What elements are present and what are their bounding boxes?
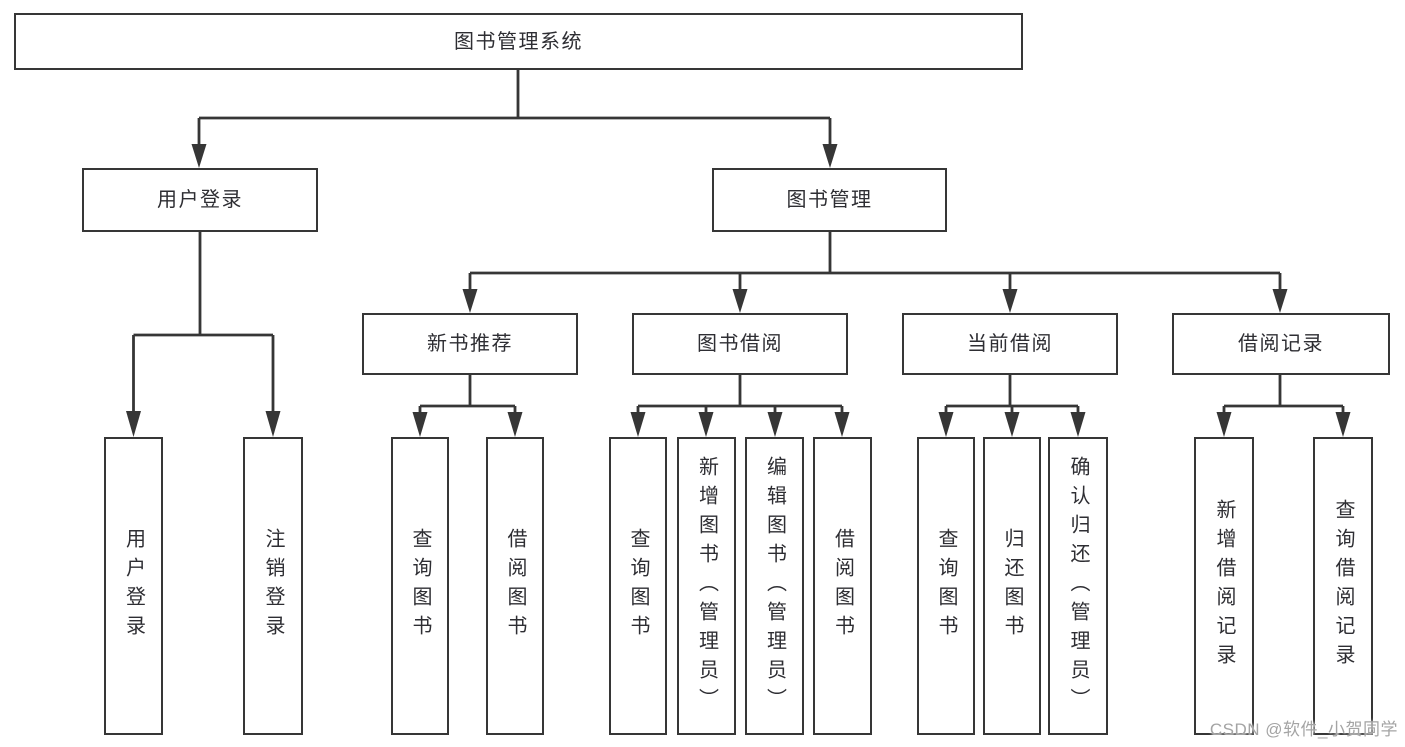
- arrowhead: [834, 412, 850, 437]
- arrowhead: [126, 411, 141, 437]
- arrowhead: [1216, 412, 1232, 437]
- arrowhead: [698, 412, 714, 437]
- arrowhead: [1002, 289, 1018, 313]
- connector-current-borrow-children: [938, 375, 1086, 437]
- csdn-watermark: CSDN @软件_小贺同学: [1209, 720, 1398, 739]
- leaf-user-login: 用户登录: [104, 437, 163, 735]
- leaf-borrow-books-recommend: 借阅图书: [486, 437, 544, 735]
- node-user-login: 用户登录: [82, 168, 318, 232]
- arrowhead: [191, 144, 207, 168]
- arrowhead: [462, 289, 478, 313]
- arrowhead: [732, 289, 748, 313]
- arrowhead: [938, 412, 954, 437]
- node-book-management: 图书管理: [712, 168, 947, 232]
- arrowhead: [412, 412, 428, 437]
- leaf-query-borrow-record: 查询借阅记录: [1313, 437, 1373, 735]
- connector-borrow-records-children: [1216, 375, 1351, 437]
- leaf-add-book-admin: 新增图书（管理员）: [677, 437, 736, 735]
- arrowhead: [1004, 412, 1020, 437]
- leaf-add-borrow-record: 新增借阅记录: [1194, 437, 1254, 735]
- leaf-logout: 注销登录: [243, 437, 303, 735]
- connector-book-borrow-children: [630, 375, 850, 437]
- arrowhead: [1272, 289, 1288, 313]
- leaf-return-book: 归还图书: [983, 437, 1041, 735]
- connector-user-login-children: [126, 232, 281, 437]
- arrowhead: [1335, 412, 1351, 437]
- node-new-book-recommend: 新书推荐: [362, 313, 578, 375]
- leaf-query-books-borrow: 查询图书: [609, 437, 667, 735]
- leaf-query-books-current: 查询图书: [917, 437, 975, 735]
- connector-book-management-children: [462, 232, 1288, 313]
- arrowhead: [507, 412, 523, 437]
- arrowhead: [265, 411, 281, 437]
- leaf-borrow-books: 借阅图书: [813, 437, 872, 735]
- arrowhead: [1070, 412, 1086, 437]
- leaf-edit-book-admin: 编辑图书（管理员）: [745, 437, 804, 735]
- node-current-borrow: 当前借阅: [902, 313, 1118, 375]
- arrowhead: [767, 412, 783, 437]
- leaf-query-books-recommend: 查询图书: [391, 437, 449, 735]
- node-book-borrow: 图书借阅: [632, 313, 848, 375]
- node-borrow-records: 借阅记录: [1172, 313, 1390, 375]
- arrowhead: [822, 144, 838, 168]
- connector-root-to-level1: [191, 70, 838, 168]
- leaf-confirm-return-admin: 确认归还（管理员）: [1048, 437, 1108, 735]
- connector-new-book-recommend-children: [412, 375, 523, 437]
- arrowhead: [630, 412, 646, 437]
- node-library-system: 图书管理系统: [14, 13, 1023, 70]
